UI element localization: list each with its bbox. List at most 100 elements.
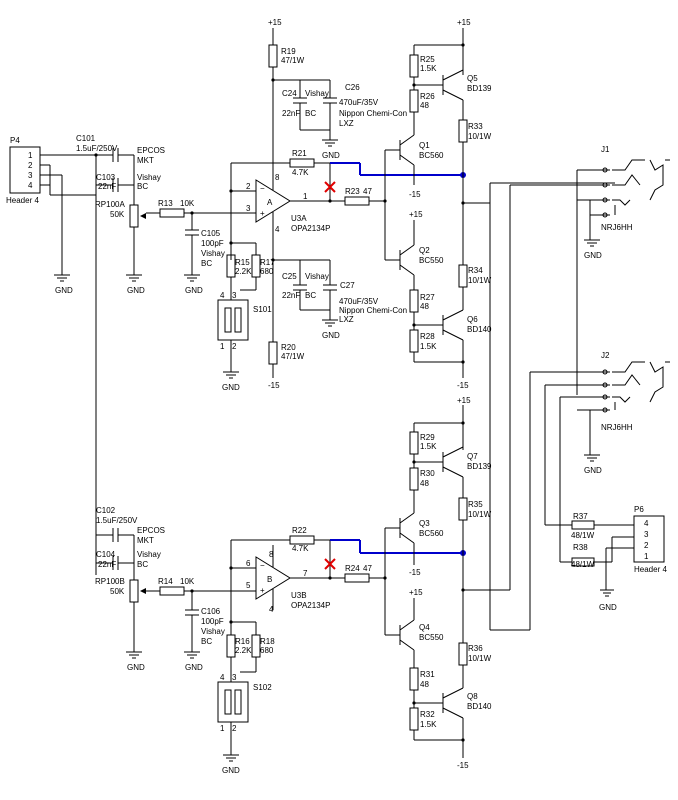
rail-neg-label: -15: [409, 568, 421, 577]
s101-pin-4: 4: [220, 291, 225, 300]
s102-pin-2: 2: [232, 724, 237, 733]
s102-ref: S102: [253, 683, 272, 692]
q1-part: BC560: [419, 151, 444, 160]
r15-value: 2.2K: [235, 267, 252, 276]
r18-value: 680: [260, 646, 274, 655]
c26-maker: Nippon Chemi-Con: [339, 109, 407, 118]
r36-ref: R36: [468, 644, 483, 653]
rail-pos-label: +15: [409, 588, 423, 597]
s101-ref: S101: [253, 305, 272, 314]
transistor-q3: Q3 BC560 -15: [385, 512, 444, 577]
c24-value: 22nF: [282, 109, 300, 118]
transistor-q5: Q5 BD139: [442, 69, 492, 101]
q3-ref: Q3: [419, 519, 430, 528]
p4-type-label: Header 4: [6, 196, 39, 205]
r22-value: 4.7K: [292, 544, 309, 553]
u3b-pin-vcc: 8: [269, 550, 274, 559]
r28-value: 1.5K: [420, 342, 437, 351]
c104-series: BC: [137, 560, 148, 569]
c26-value: 470uF/35V: [339, 98, 379, 107]
c27-maker: Nippon Chemi-Con: [339, 306, 407, 315]
q7-ref: Q7: [467, 452, 478, 461]
cap-c102: C102 1.5uF/250V EPCOS MKT: [96, 506, 165, 545]
p6-type: Header 4: [634, 565, 667, 574]
c101-series: MKT: [137, 156, 154, 165]
cap-c105: C105 100pF Vishay BC GND: [184, 213, 225, 295]
r27-value: 48: [420, 302, 429, 311]
resistor-r22: R22 4.7K: [289, 526, 330, 553]
r31-ref: R31: [420, 670, 435, 679]
q8-ref: Q8: [467, 692, 478, 701]
c104-ref: C104: [96, 550, 116, 559]
opamp-u3b: B − + 6 5 7 8 4 U3B OPA2134P: [231, 545, 330, 614]
transistor-q2: +15 Q2 BC550: [385, 210, 444, 276]
r37-ref: R37: [573, 512, 588, 521]
rail-pos-label: +15: [409, 210, 423, 219]
gnd-label: GND: [599, 603, 617, 612]
c27-ref: C27: [340, 281, 355, 290]
p4-ref-label: P4: [10, 136, 20, 145]
r34-value: 10/1W: [468, 276, 492, 285]
r20-value: 47/1W: [281, 352, 305, 361]
r23-ref: R23: [345, 187, 360, 196]
r17-value: 680: [260, 267, 274, 276]
r25-ref: R25: [420, 55, 435, 64]
c104-maker: Vishay: [137, 550, 161, 559]
s101-pin-1: 1: [220, 342, 225, 351]
switch-s101: 4 3 1 2 S101 GND: [217, 289, 272, 392]
r29-value: 1.5K: [420, 442, 437, 451]
rail-neg-label: -15: [457, 381, 469, 390]
r18-ref: R18: [260, 637, 275, 646]
rp100b-value: 50K: [110, 587, 125, 596]
rail-pos-label: +15: [457, 396, 471, 405]
u3a-part: OPA2134P: [291, 224, 330, 233]
c103-value: 22nF: [98, 182, 116, 191]
u3b-pin-out: 7: [303, 569, 308, 578]
r15-ref: R15: [235, 258, 250, 267]
resistor-r37: R37 48/1W: [545, 512, 634, 540]
r21-ref: R21: [292, 149, 307, 158]
s102-pin-1: 1: [220, 724, 225, 733]
c102-maker: EPCOS: [137, 526, 165, 535]
resistor-r18: R18 680: [251, 622, 275, 672]
q6-part: BD140: [467, 325, 492, 334]
u3a-pin-inv: 2: [246, 182, 251, 191]
r26-value: 48: [420, 101, 429, 110]
cap-c104: C104 22nF Vishay BC: [96, 550, 161, 570]
u3b-ref: U3B: [291, 591, 307, 600]
c106-maker: Vishay: [201, 627, 225, 636]
c26-ref: C26: [345, 83, 360, 92]
r32-value: 1.5K: [420, 720, 437, 729]
p6-pin-3: 3: [644, 530, 649, 539]
transistor-q4: +15 Q4 BC550: [385, 588, 444, 651]
r16-ref: R16: [235, 637, 250, 646]
r14-ref: R14: [158, 577, 173, 586]
c25-series: BC: [305, 291, 316, 300]
gnd-label: GND: [322, 151, 340, 160]
rp100a-value: 50K: [110, 210, 125, 219]
rail-pos-label: +15: [268, 18, 282, 27]
c106-series: BC: [201, 637, 212, 646]
c103-maker: Vishay: [137, 173, 161, 182]
jack-j2: J2 NRJ6HH GND: [530, 351, 670, 475]
s102-pin-3: 3: [232, 673, 237, 682]
connector-p4: P4 1 2 3 4 Header 4: [6, 136, 96, 275]
p4-pin-2-label: 2: [28, 161, 33, 170]
p6-ref: P6: [634, 505, 644, 514]
c24-maker: Vishay: [305, 89, 329, 98]
u3a-pin-noninv: 3: [246, 204, 251, 213]
r20-ref: R20: [281, 343, 296, 352]
opamp-u3a: A − + 2 3 1 8 4 U3A OPA2134P: [231, 163, 330, 234]
q2-part: BC550: [419, 256, 444, 265]
resistor-r16: R16 2.2K: [226, 634, 252, 672]
q5-ref: Q5: [467, 74, 478, 83]
c101-ref: C101: [76, 134, 96, 143]
c103-ref: C103: [96, 173, 116, 182]
pot-rp100a: RP100A 50K GND: [95, 200, 146, 295]
c105-maker: Vishay: [201, 249, 225, 258]
gnd-label: GND: [127, 286, 145, 295]
jack-j1: J1 NRJ6HH GND: [576, 145, 670, 260]
rail-pos-a: +15 R19 47/1W C24 22nF Vishay BC C26 470…: [268, 18, 407, 163]
r31-value: 48: [420, 680, 429, 689]
q8-part: BD140: [467, 702, 492, 711]
